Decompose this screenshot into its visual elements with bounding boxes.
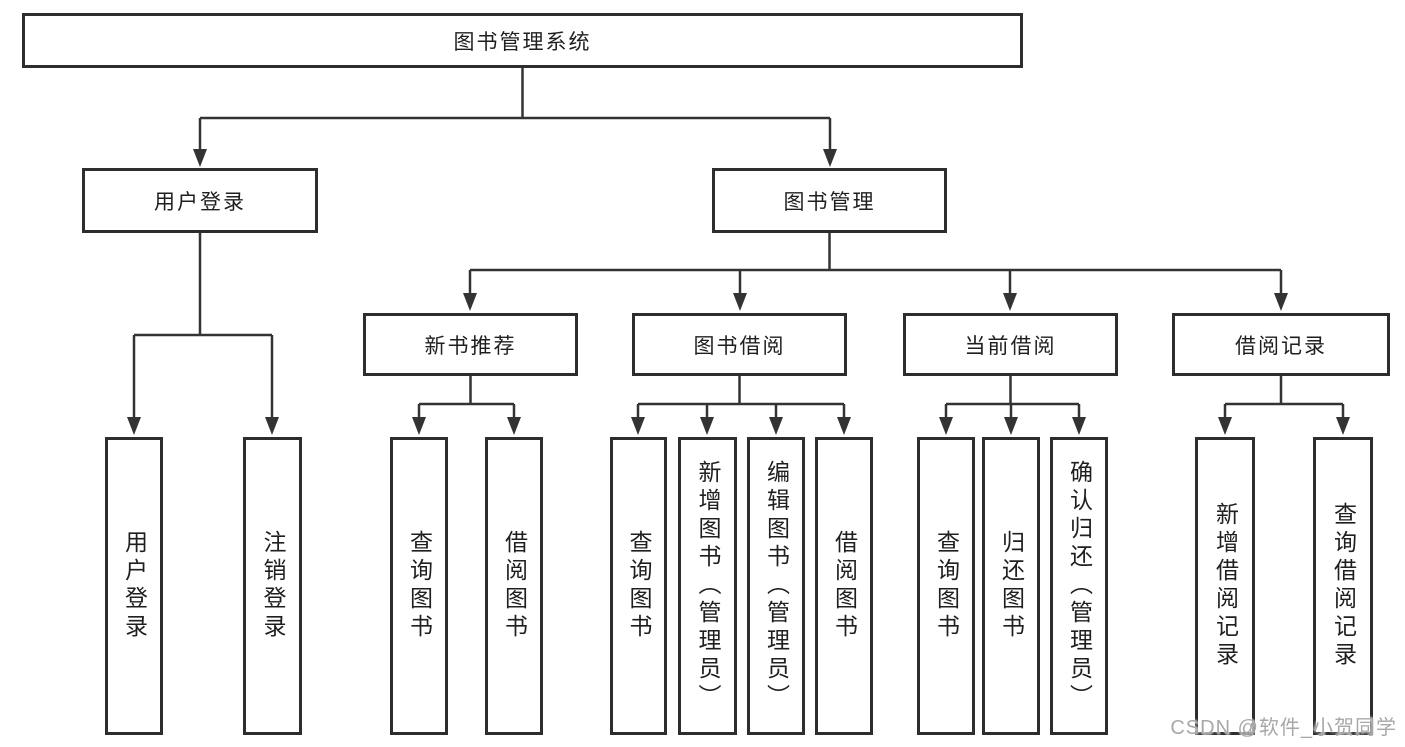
node-current-borrowing: 当前借阅 — [903, 313, 1118, 376]
node-book-borrowing: 图书借阅 — [632, 313, 847, 376]
leaf-edit-book-admin: 编辑图书（管理员） — [747, 437, 805, 735]
leaf-borrow-books-recommend: 借阅图书 — [485, 437, 543, 735]
leaf-query-borrow-record: 查询借阅记录 — [1313, 437, 1373, 735]
node-user-login: 用户登录 — [82, 168, 318, 233]
leaf-return-book: 归还图书 — [982, 437, 1040, 735]
leaf-query-books-recommend: 查询图书 — [390, 437, 448, 735]
csdn-watermark: CSDN @软件_小贺同学 — [1170, 717, 1397, 739]
leaf-confirm-return-admin: 确认归还（管理员） — [1050, 437, 1108, 735]
node-borrowing-records: 借阅记录 — [1172, 313, 1390, 376]
leaf-query-books-current: 查询图书 — [917, 437, 975, 735]
node-book-management: 图书管理 — [712, 168, 947, 233]
leaf-query-books-borrow: 查询图书 — [610, 437, 667, 735]
leaf-add-borrow-record: 新增借阅记录 — [1195, 437, 1255, 735]
leaf-borrow-books-borrow: 借阅图书 — [815, 437, 873, 735]
node-new-book-recommend: 新书推荐 — [363, 313, 578, 376]
leaf-user-login: 用户登录 — [105, 437, 163, 735]
leaf-add-book-admin: 新增图书（管理员） — [678, 437, 737, 735]
leaf-logout-login: 注销登录 — [243, 437, 302, 735]
node-root-system: 图书管理系统 — [22, 13, 1023, 68]
